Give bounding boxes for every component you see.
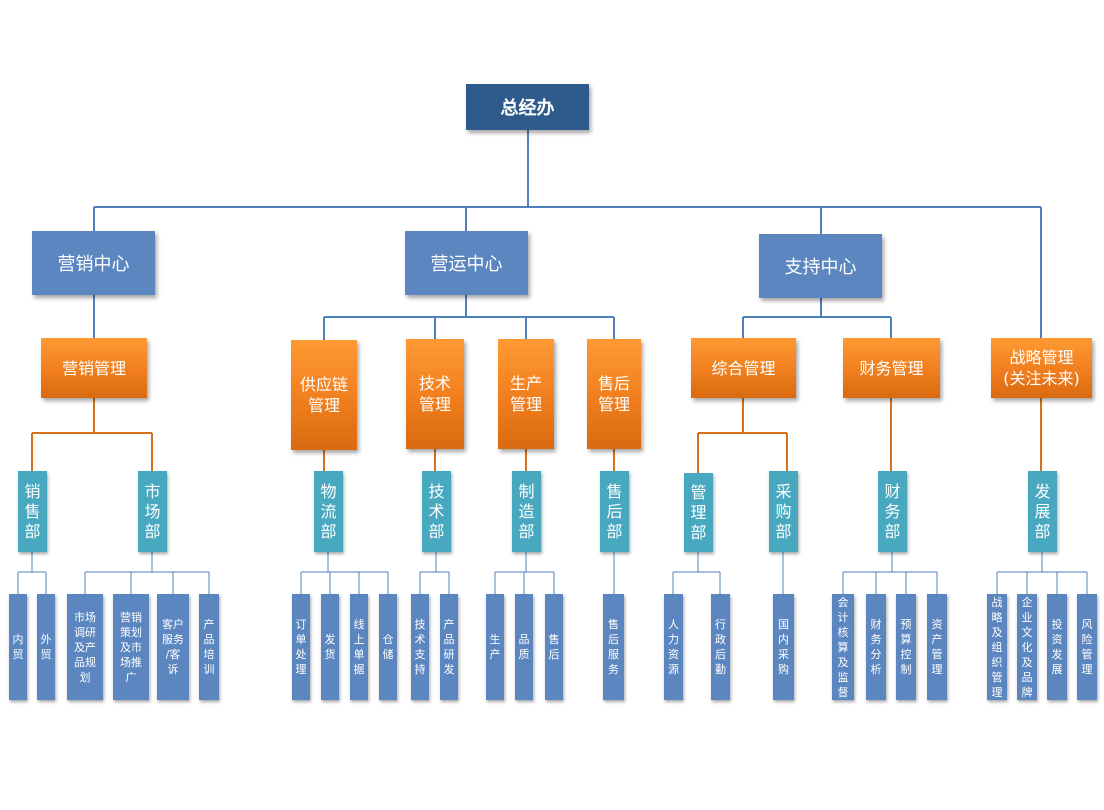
node-marketing-center: 营销中心 xyxy=(32,231,155,295)
node-general-office: 总经办 xyxy=(466,84,589,130)
leaf-tech-support: 技 术 支 持 xyxy=(411,594,429,700)
node-supply-chain-management: 供应链 管理 xyxy=(291,340,357,450)
node-tech-dept: 技 术 部 xyxy=(422,471,451,552)
leaf-customer-service: 客户 服务 /客 诉 xyxy=(157,594,189,700)
node-strategy-management: 战略管理 (关注未来) xyxy=(991,338,1092,398)
node-marketing-management: 营销管理 xyxy=(41,338,147,398)
node-finance-management: 财务管理 xyxy=(843,338,940,398)
node-operations-center: 营运中心 xyxy=(405,231,528,295)
leaf-product-rd: 产 品 研 发 xyxy=(440,594,458,700)
node-sales-dept: 销 售 部 xyxy=(18,471,47,552)
leaf-online-orders: 线 上 单 据 xyxy=(350,594,368,700)
node-logistics-dept: 物 流 部 xyxy=(314,471,343,552)
node-finance-dept: 财 务 部 xyxy=(878,471,907,552)
leaf-marketing-planning: 营销 策划 及市 场推 广 xyxy=(113,594,149,700)
leaf-strategy-org: 战 略 及 组 织 管 理 xyxy=(987,594,1007,700)
leaf-financial-analysis: 财 务 分 析 xyxy=(866,594,886,700)
leaf-domestic-trade: 内 贸 xyxy=(9,594,27,700)
leaf-risk-management: 风 险 管 理 xyxy=(1077,594,1097,700)
leaf-budget-control: 预 算 控 制 xyxy=(896,594,916,700)
node-administration-dept: 管 理 部 xyxy=(684,473,713,552)
leaf-admin-logistics: 行 政 后 勤 xyxy=(711,594,730,700)
node-support-center: 支持中心 xyxy=(759,234,882,298)
leaf-culture-brand: 企 业 文 化 及 品 牌 xyxy=(1017,594,1037,700)
leaf-production: 生 产 xyxy=(486,594,504,700)
node-general-management: 综合管理 xyxy=(691,338,796,398)
leaf-product-training: 产 品 培 训 xyxy=(199,594,219,700)
leaf-human-resources: 人 力 资 源 xyxy=(664,594,683,700)
node-manufacturing-dept: 制 造 部 xyxy=(512,471,541,552)
node-development-dept: 发 展 部 xyxy=(1028,471,1057,552)
leaf-domestic-purchasing: 国 内 采 购 xyxy=(773,594,794,700)
leaf-asset-management: 资 产 管 理 xyxy=(927,594,947,700)
node-after-sales-dept: 售 后 部 xyxy=(600,471,629,552)
leaf-order-processing: 订 单 处 理 xyxy=(292,594,310,700)
leaf-quality: 品 质 xyxy=(515,594,533,700)
node-procurement-dept: 采 购 部 xyxy=(769,471,798,552)
leaf-investment-dev: 投 资 发 展 xyxy=(1047,594,1067,700)
node-after-sales-management: 售后 管理 xyxy=(587,339,641,449)
leaf-accounting: 会 计 核 算 及 监 督 xyxy=(832,594,854,700)
node-technology-management: 技术 管理 xyxy=(406,339,464,449)
leaf-shipping: 发 货 xyxy=(321,594,339,700)
leaf-after-sale: 售 后 xyxy=(545,594,563,700)
node-market-dept: 市 场 部 xyxy=(138,471,167,552)
leaf-after-sales-service: 售 后 服 务 xyxy=(603,594,624,700)
leaf-warehousing: 仓 储 xyxy=(379,594,397,700)
leaf-foreign-trade: 外 贸 xyxy=(37,594,55,700)
node-production-management: 生产 管理 xyxy=(498,339,554,449)
leaf-market-research: 市场 调研 及产 品规 划 xyxy=(67,594,103,700)
